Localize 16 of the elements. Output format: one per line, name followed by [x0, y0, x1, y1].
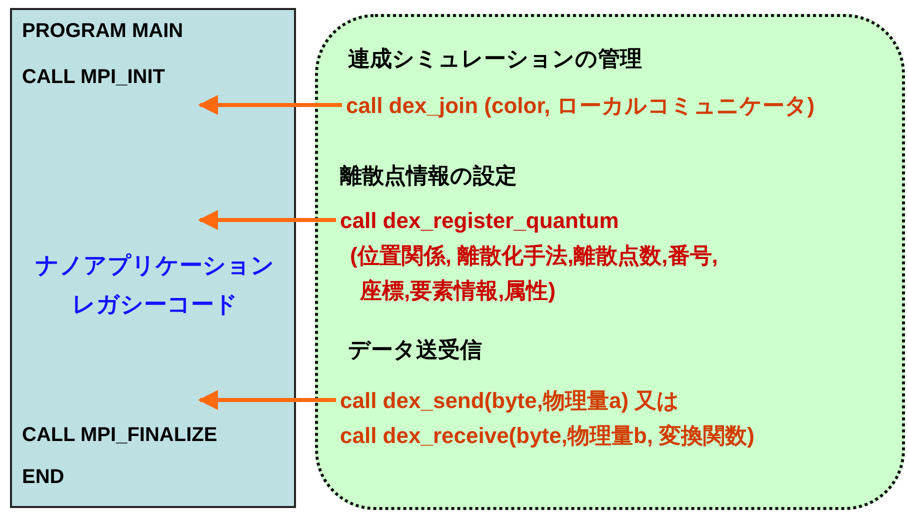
section-heading: データ送受信	[348, 336, 482, 364]
call-statement: call dex_send(byte,物理量a) 又は call dex_receive(byte,物理量b, 変換関数)	[340, 383, 754, 454]
call-statement: call dex_join (color, ローカルコミュニケータ)	[346, 88, 815, 124]
code-line: PROGRAM MAIN	[22, 19, 184, 44]
code-line: CALL MPI_FINALIZE	[22, 423, 218, 448]
call-statement: call dex_register_quantum (位置関係, 離散化手法,離散点数,番号, 座標,要素情報,属性)	[340, 203, 718, 309]
caption-text: ナノアプリケーションレガシーコード	[34, 251, 276, 320]
module-panel	[315, 14, 905, 510]
section-heading: 連成シミュレーションの管理	[348, 45, 642, 73]
code-line: END	[22, 465, 64, 490]
arrow	[198, 390, 336, 410]
arrow	[198, 210, 336, 230]
code-line: CALL MPI_INIT	[22, 65, 165, 90]
section-heading: 離散点情報の設定	[340, 162, 517, 190]
arrow	[198, 95, 342, 115]
code-box	[10, 8, 296, 508]
